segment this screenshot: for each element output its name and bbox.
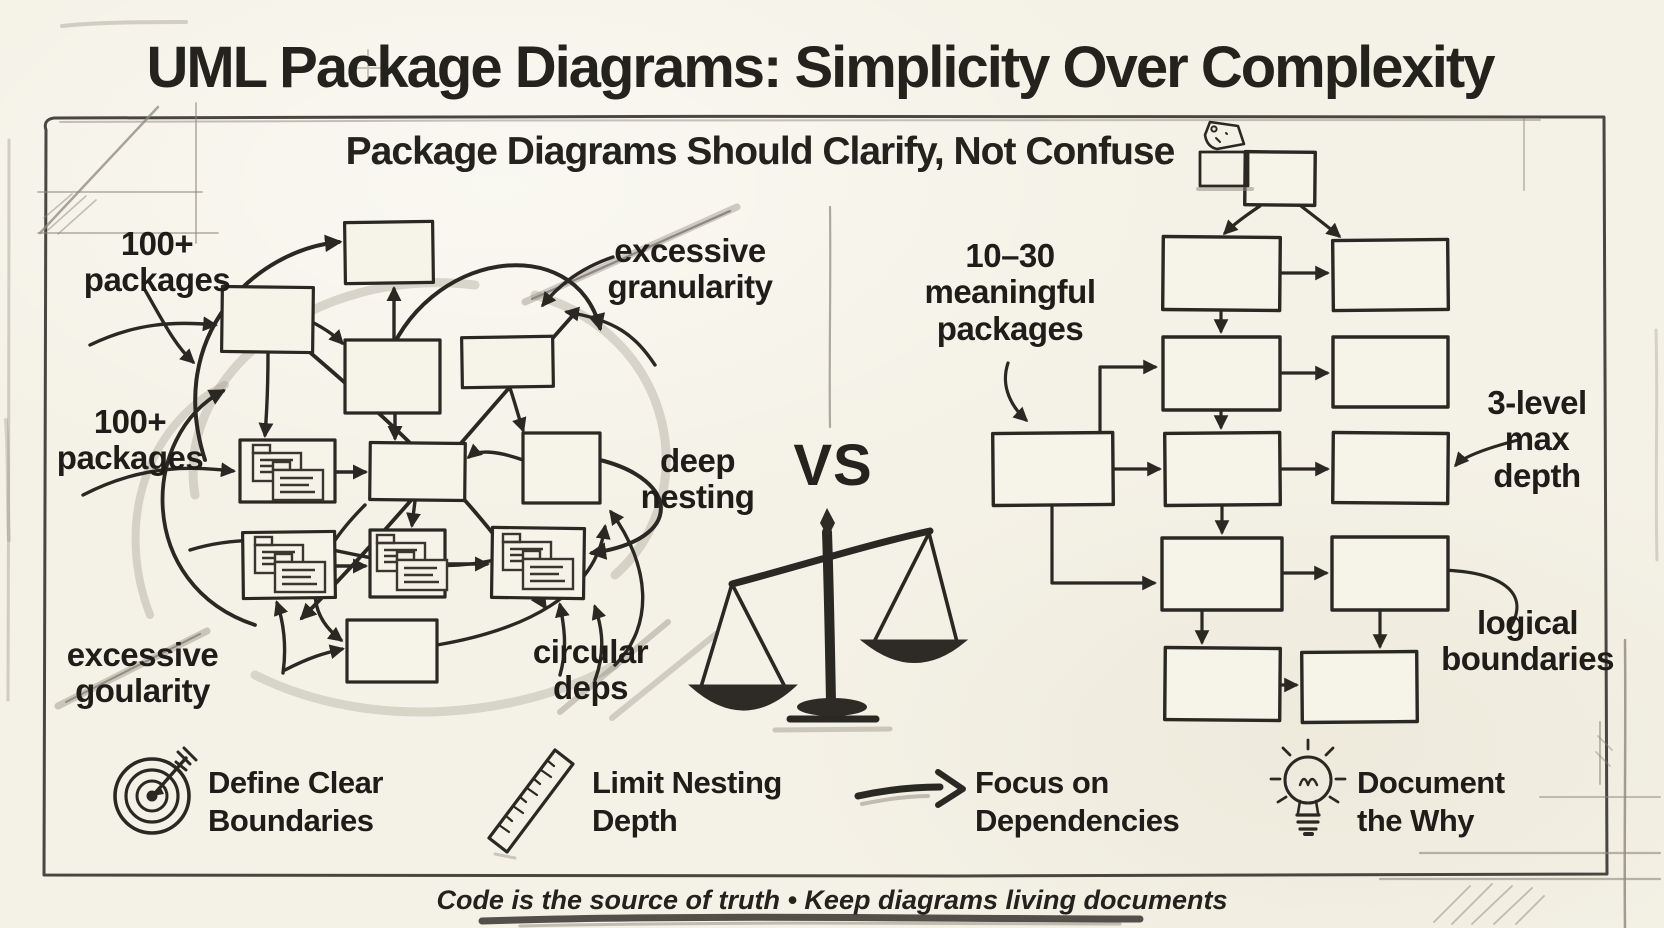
label-deep-nesting: deep nesting — [640, 442, 755, 516]
lightbulb-icon — [1269, 738, 1347, 836]
package-boxes — [990, 149, 1451, 725]
label-packages-mid: 100+ packages — [56, 403, 204, 477]
label-max-depth: 3-level max depth — [1487, 384, 1587, 494]
label-excessive-granularity: excessive granularity — [607, 232, 773, 306]
ruler-icon — [487, 748, 575, 860]
label-logical-boundaries: logical boundaries — [1441, 604, 1614, 678]
label-meaningful-packages: 10–30 meaningful packages — [924, 237, 1096, 347]
versus-text: VS — [793, 433, 873, 498]
arrow-icon — [854, 769, 966, 808]
principle-label-document: Document the Why — [1357, 765, 1505, 838]
label-circular-deps: circular deps — [532, 633, 649, 707]
balance-scale-icon — [688, 508, 969, 733]
principle-label-nesting: Limit Nesting Depth — [592, 765, 782, 838]
footer-note: Code is the source of truth • Keep diagr… — [436, 885, 1228, 915]
simple-package-diagram — [990, 149, 1520, 725]
label-packages-top: 100+ packages — [83, 225, 231, 299]
principle-label-boundaries: Define Clear Boundaries — [208, 765, 383, 838]
complex-package-diagram — [81, 219, 671, 717]
subtitle: Package Diagrams Should Clarify, Not Con… — [345, 130, 1176, 173]
principle-label-dependencies: Focus on Dependencies — [975, 765, 1180, 838]
dependency-arrows — [1003, 204, 1520, 693]
package-tag-icon — [1196, 120, 1254, 191]
principles-row: Define Clear Boundaries Limit Nesting De… — [0, 730, 1664, 860]
target-icon — [113, 746, 198, 835]
page-title: UML Package Diagrams: Simplicity Over Co… — [146, 35, 1495, 100]
label-excessive-goularity: excessive goularity — [66, 636, 219, 710]
